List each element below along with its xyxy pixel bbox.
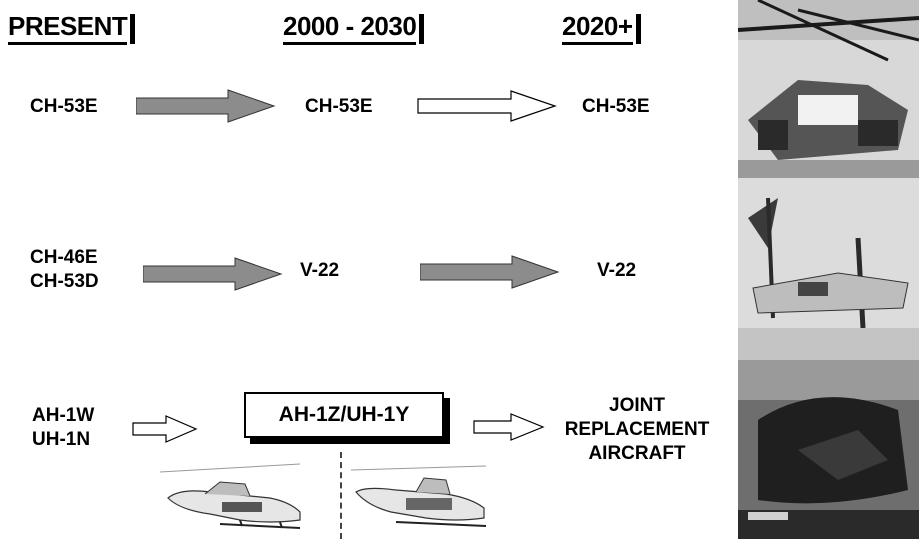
row3-present-label-1: AH-1W [32,404,94,428]
ah-1z-helicopter-sketch [150,458,330,539]
row1-future-label: CH-53E [582,95,650,119]
row2-mid-label: V-22 [300,259,339,283]
uh-1y-helicopter-sketch [346,458,496,539]
row1-arrow2-outline [417,89,557,123]
row2-arrow1-textured [143,257,283,291]
row3-mid-boxed-label: AH-1Z/UH-1Y [244,392,444,438]
sketch-divider [340,452,342,539]
v-22-photo [738,178,919,360]
row3-future-label-3: AIRCRAFT [552,442,722,466]
row3-arrow1-outline [132,414,198,444]
ch-53e-photo [738,0,919,178]
row3-arrow2-outline [473,412,545,442]
row2-future-label: V-22 [597,259,636,283]
row3-future-label-2: REPLACEMENT [552,418,722,442]
row1-arrow1-textured [136,89,276,123]
header-2020-plus: 2020+ [562,10,633,45]
row3-future-label-1: JOINT [552,394,722,418]
row3-present-label-2: UH-1N [32,428,90,452]
row2-present-label-2: CH-53D [30,270,99,294]
header-2000-2030: 2000 - 2030 [283,10,416,45]
row1-present-label: CH-53E [30,95,98,119]
row2-arrow2-textured [420,255,560,289]
joint-replacement-aircraft-photo [738,360,919,539]
header-present: PRESENT [8,10,127,45]
row1-mid-label: CH-53E [305,95,373,119]
row2-present-label-1: CH-46E [30,246,98,270]
